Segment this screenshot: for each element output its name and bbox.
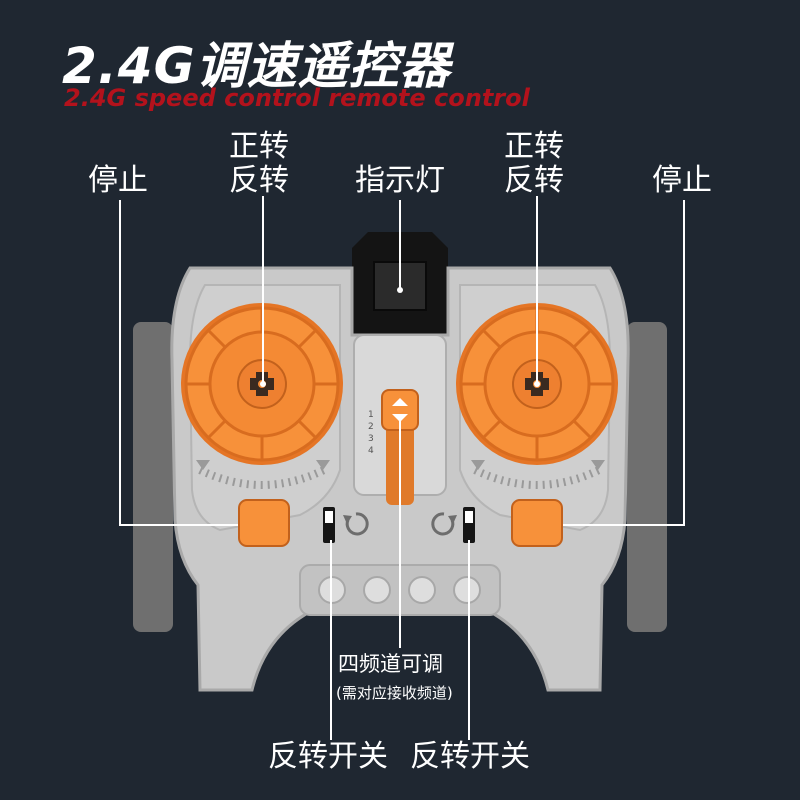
label-forward-left: 正转 — [229, 129, 289, 164]
channel-number-1: 1 — [368, 410, 374, 420]
label-stop-right: 停止 — [652, 163, 712, 198]
leader-stop-left — [119, 200, 238, 526]
label-switch-right: 反转开关 — [410, 739, 530, 774]
label-reverse-left: 反转 — [229, 163, 289, 198]
left-stop-button[interactable] — [238, 499, 290, 547]
right-stop-button[interactable] — [511, 499, 563, 547]
left-speed-dial[interactable] — [181, 303, 343, 465]
left-grip — [133, 322, 173, 632]
left-scale-arrow-icon-2 — [316, 460, 330, 470]
right-scale-arrow-icon-2 — [591, 460, 605, 470]
channel-down-icon — [392, 414, 408, 422]
label-forward-right: 正转 — [504, 129, 564, 164]
channel-number-2: 2 — [368, 422, 374, 432]
left-rotate-icon — [345, 512, 369, 536]
label-indicator: 指示灯 — [355, 163, 445, 198]
page-subtitle: 2.4G speed control remote control — [64, 84, 530, 112]
channel-number-4: 4 — [368, 446, 374, 456]
right-rotate-icon — [431, 512, 455, 536]
page-title: 2.4G调速遥控器 — [62, 37, 451, 95]
left-dial-scale — [198, 466, 326, 489]
round-button-3[interactable] — [408, 576, 436, 604]
round-button-2[interactable] — [363, 576, 391, 604]
channel-number-3: 3 — [368, 434, 374, 444]
label-switch-left: 反转开关 — [268, 739, 388, 774]
channel-up-icon — [392, 398, 408, 406]
leader-stop-right — [563, 200, 685, 526]
right-dial-scale — [473, 466, 601, 489]
label-channel: 四频道可调 — [338, 652, 443, 676]
right-scale-arrow-icon — [471, 460, 485, 470]
left-scale-arrow-icon — [196, 460, 210, 470]
label-stop-left: 停止 — [88, 163, 148, 198]
label-reverse-right: 反转 — [504, 163, 564, 198]
right-grip — [627, 322, 667, 632]
label-channel-note: (需对应接收频道) — [336, 684, 453, 702]
round-button-4[interactable] — [453, 576, 481, 604]
